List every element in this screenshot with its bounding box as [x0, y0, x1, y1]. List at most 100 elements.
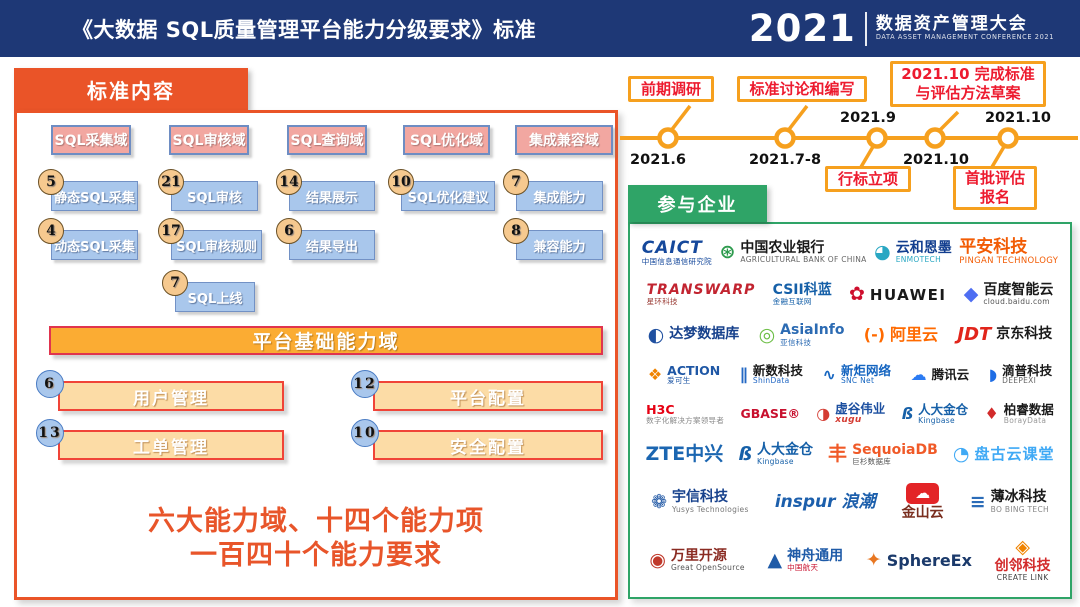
logo-name: 虚谷伟业	[835, 401, 886, 417]
logo-sub: PINGAN TECHNOLOGY	[959, 256, 1059, 267]
logo-name: GBASE®	[740, 406, 800, 422]
conference-year: 2021	[748, 7, 856, 50]
baidu-cloud-icon: ◆	[963, 283, 979, 306]
wanli-open-source-icon: ◉	[649, 548, 666, 571]
milestone-date-5: 2021.10	[984, 110, 1052, 126]
sequoiadb-icon: 丰	[828, 442, 848, 465]
logo-sub: Kingbase	[756, 457, 794, 467]
count-badge: 7	[503, 169, 529, 195]
logo-sub: 金融互联网	[772, 297, 812, 307]
platform-ticket-management: 13 工单管理	[36, 419, 284, 460]
logo-name: 中国农业银行	[740, 239, 825, 256]
platform-label: 平台配置	[450, 388, 526, 409]
milestone-label-line: 首批评估	[964, 169, 1025, 188]
domain-box-sql-review: SQL审核域	[169, 125, 249, 155]
logo-csii: CSII科蓝金融互联网	[772, 282, 832, 307]
logo-name: 百度智能云	[983, 282, 1054, 299]
logo-sub: Kingbase	[918, 415, 955, 425]
platform-label: 工单管理	[133, 437, 209, 458]
logo-name: 盘古云课堂	[974, 445, 1055, 464]
capability-compatibility: 8 兼容能力	[503, 218, 603, 260]
logo-name: 薄冰科技	[990, 489, 1047, 506]
capability-sql-online: 7 SQL上线	[162, 270, 255, 312]
logo-name: 京东科技	[996, 326, 1053, 343]
snc-net-icon: ∿	[822, 364, 836, 384]
milestone-label-first-assessment: 首批评估 报名	[953, 166, 1037, 210]
kingbase-icon: ß	[738, 442, 752, 465]
logo-sub: ENMOTECH	[895, 254, 942, 264]
logo-zte: ZTE中兴	[646, 444, 724, 465]
logo-sub: Yusys Technologies	[671, 504, 749, 514]
capability-label: 兼容能力	[533, 239, 586, 255]
logo-sphereex: ✦SphereEx	[866, 550, 972, 570]
shenzhou-tongyong-icon: ▲	[767, 548, 783, 571]
logo-gbase: GBASE®	[740, 407, 800, 421]
logo-name: 云和恩墨	[895, 239, 952, 256]
logo-name: 滴普科技	[1002, 362, 1053, 378]
count-badge: 8	[503, 218, 529, 244]
tencent-cloud-icon: ☁	[910, 364, 927, 384]
alibaba-cloud-icon: (-)	[863, 325, 886, 345]
logo-name: 新数科技	[752, 362, 803, 378]
logo-sub: SNC Net	[840, 376, 875, 386]
bobing-tech-icon: ≡	[969, 490, 986, 513]
header-bar: 《大数据 SQL质量管理平台能力分级要求》标准 2021 数据资产管理大会 DA…	[0, 0, 1080, 57]
logo-name: CAICT	[641, 237, 703, 258]
logo-sub: DEEPEXI	[1002, 376, 1037, 386]
capability-label: SQL审核规则	[176, 239, 257, 255]
logo-name: H3C	[646, 402, 675, 418]
logo-name: ACTION	[667, 362, 721, 378]
kingbase-small-icon: ß	[901, 404, 914, 424]
logo-tencent-cloud: ☁腾讯云	[910, 364, 970, 384]
logo-name: 达梦数据库	[669, 326, 740, 343]
count-badge: 10	[388, 169, 414, 195]
logo-huawei: ✿HUAWEI	[849, 285, 947, 304]
logo-sub: 星环科技	[646, 297, 678, 307]
summary-line-2: 一百四十个能力要求	[190, 539, 442, 571]
logo-sub: BorayData	[1003, 415, 1047, 425]
conference-logo: 2021 数据资产管理大会 DATA ASSET MANAGEMENT CONF…	[749, 10, 1080, 47]
count-badge: 13	[36, 419, 64, 447]
logo-name: 创邻科技	[994, 558, 1051, 575]
logo-name: 新炬网络	[840, 362, 891, 378]
actionsky-icon: ❖	[647, 364, 663, 384]
platform-base-capability-bar: 平台基础能力域	[49, 326, 603, 355]
standard-content-panel: SQL采集域 SQL审核域 SQL查询域 SQL优化域 集成兼容域 5 静态SQ…	[14, 110, 618, 600]
logo-sub: ShinData	[752, 376, 790, 386]
capability-label: SQL优化建议	[407, 190, 489, 206]
logo-name: HUAWEI	[869, 285, 947, 304]
logo-dameng: ◐达梦数据库	[648, 325, 740, 345]
slide-title: 《大数据 SQL质量管理平台能力分级要求》标准	[72, 17, 537, 42]
logo-pangu-cloud: ◔盘古云课堂	[953, 444, 1055, 464]
capability-sql-review: 21 SQL审核	[158, 169, 258, 211]
count-badge: 12	[351, 370, 379, 398]
logo-name: 人大金仓	[918, 402, 969, 418]
summary-text: 六大能力域、十四个能力项 一百四十个能力要求	[17, 505, 615, 573]
logo-name: 宇信科技	[671, 489, 728, 506]
count-badge: 14	[276, 169, 302, 195]
logo-sub: 爱可生	[667, 376, 691, 386]
capability-static-sql-collect: 5 静态SQL采集	[38, 169, 138, 211]
logo-inspur: inspur 浪潮	[775, 493, 876, 512]
logo-sub: 中国航天	[787, 562, 819, 572]
conference-name-cn: 数据资产管理大会	[875, 13, 1028, 34]
abc-bank-icon: ⊛	[719, 240, 736, 263]
milestone-date-4: 2021.10	[902, 152, 970, 168]
